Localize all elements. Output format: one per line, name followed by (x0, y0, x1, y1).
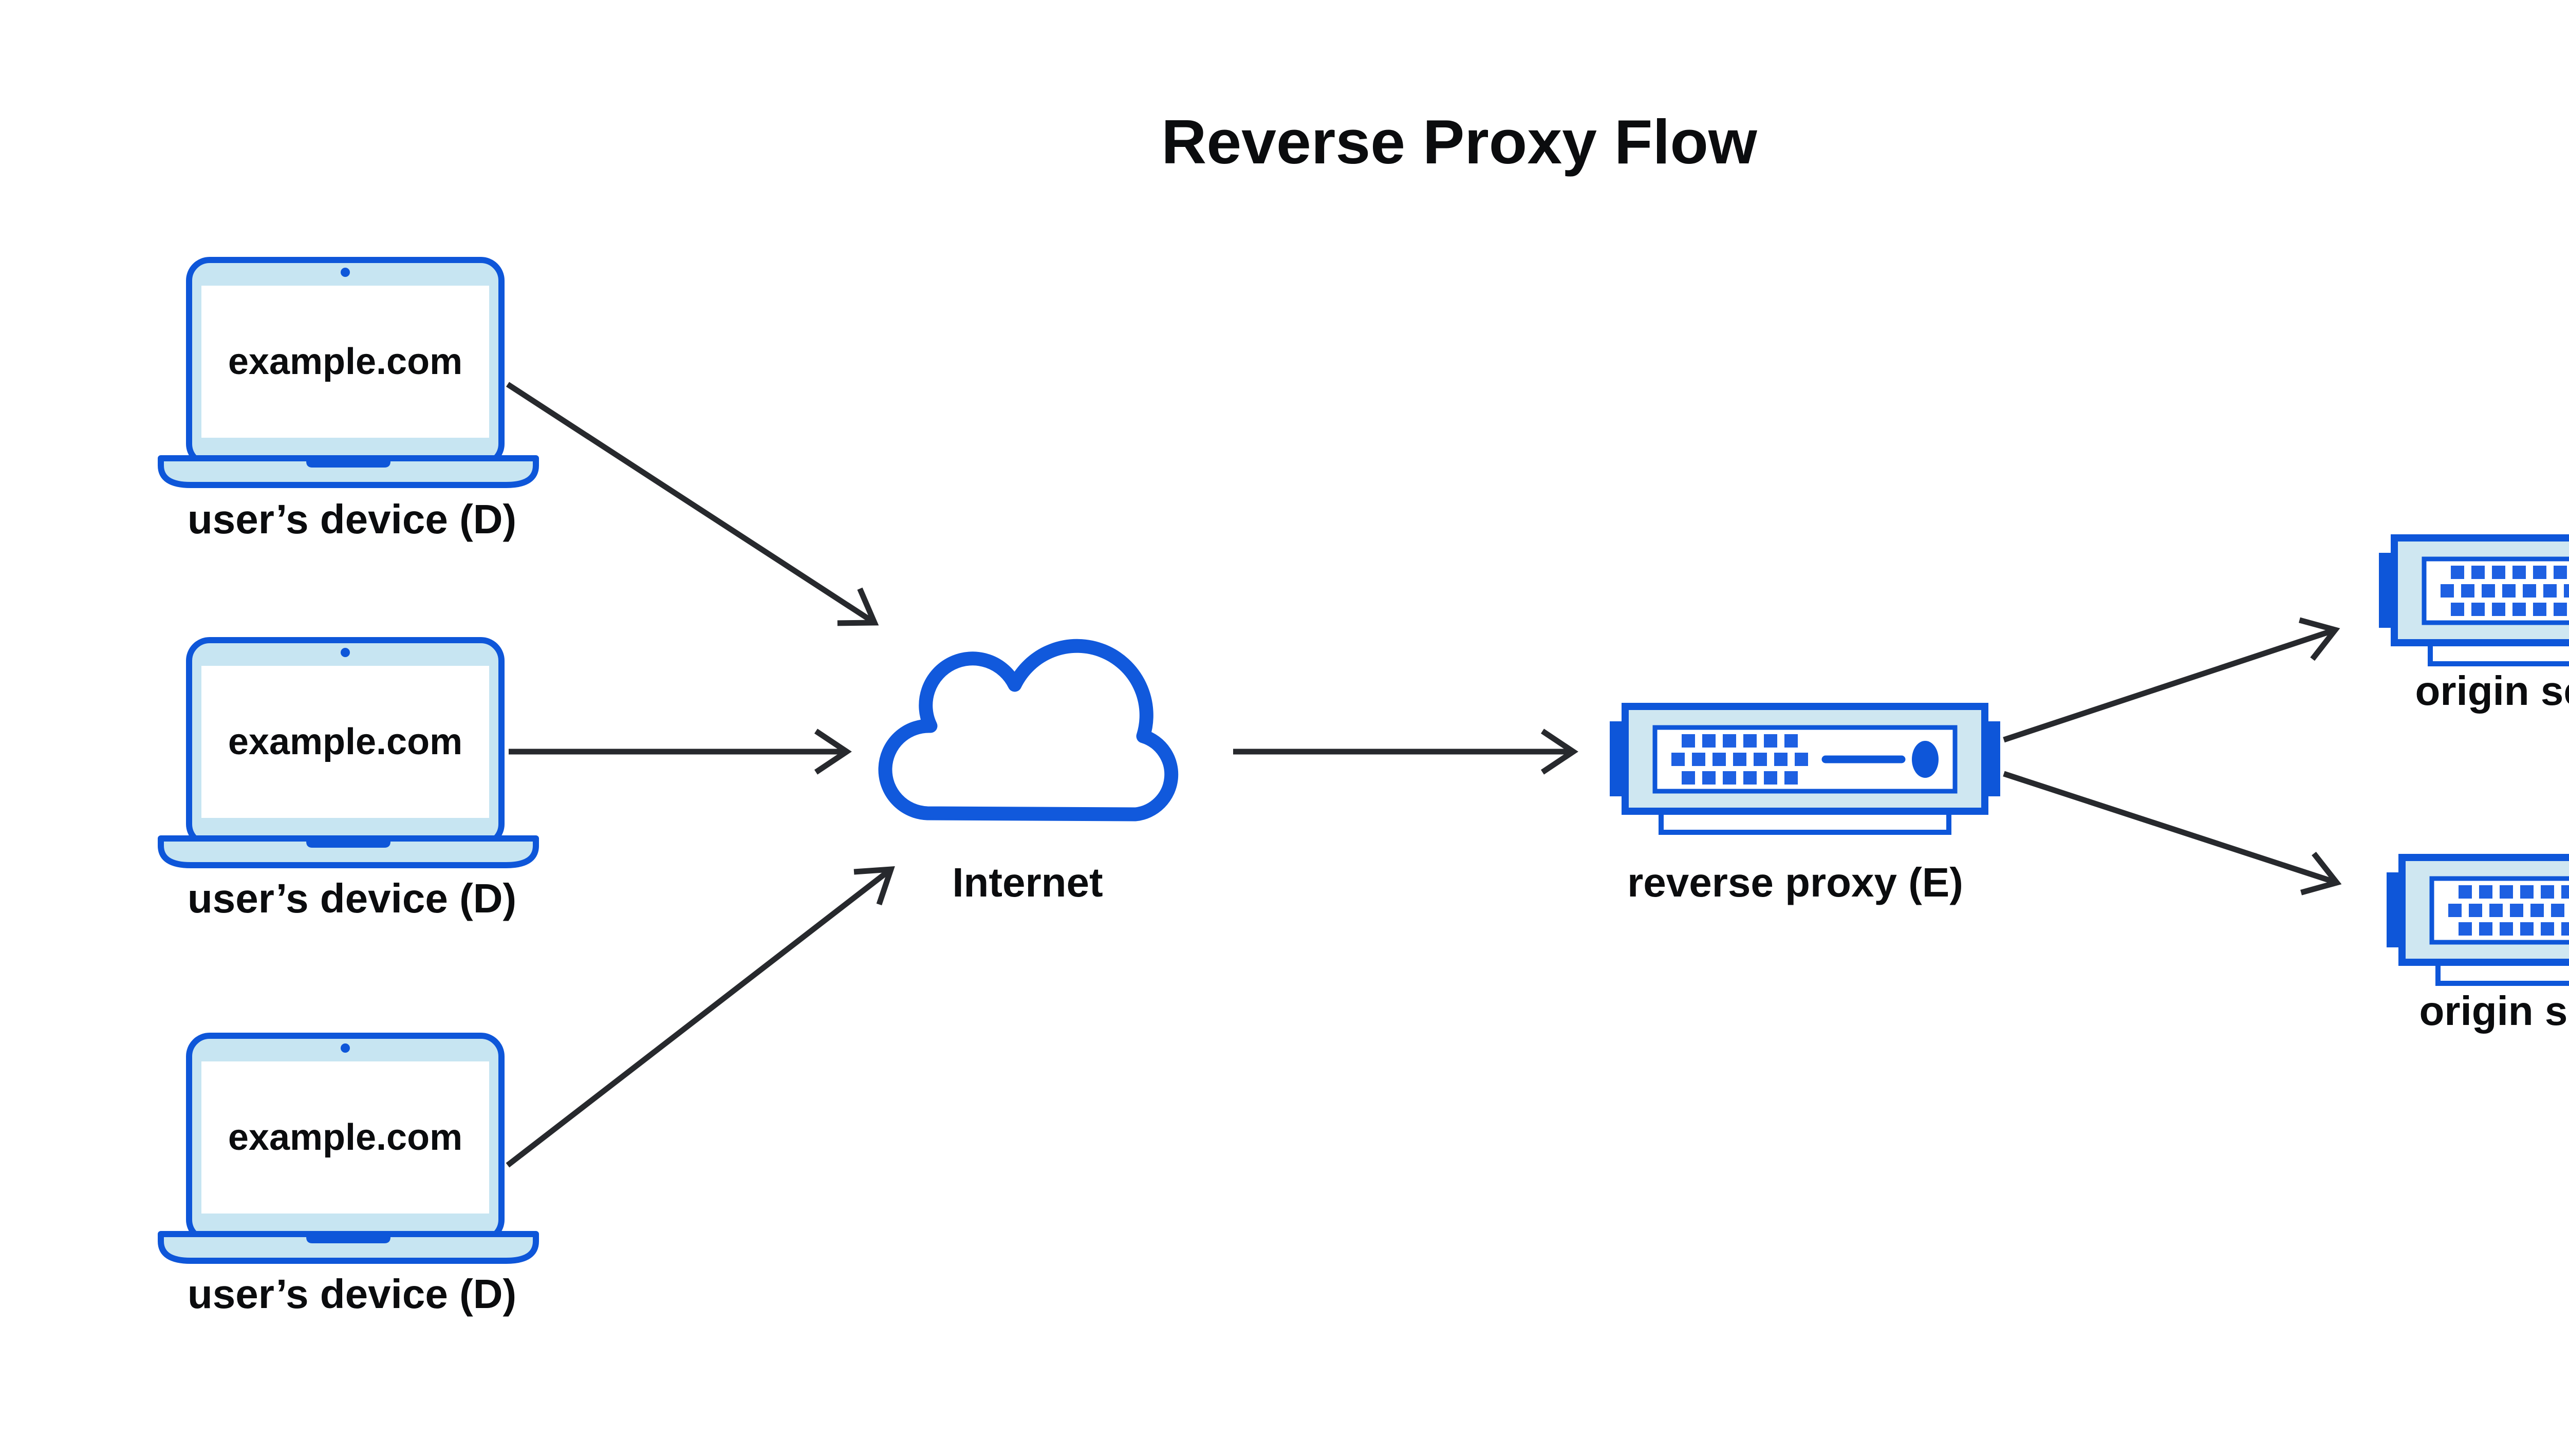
device-label: user’s device (D) (188, 496, 516, 542)
device-label: user’s device (D) (188, 875, 516, 921)
reverse-proxy-label: reverse proxy (E) (1627, 860, 1963, 905)
arrow-proxy-to-origin2 (2003, 771, 2342, 895)
origin-server-label: origin server (F) (2415, 668, 2569, 714)
server-icon (1610, 706, 2000, 832)
device-label: user’s device (D) (188, 1271, 516, 1317)
arrow-device3-to-internet (506, 866, 895, 1168)
flow-arrows (506, 382, 2342, 1168)
device-node-3: example.com user’s device (D) (161, 1036, 536, 1317)
device-screen-url: example.com (228, 341, 462, 382)
origin-server-node-2: origin server (F) (2387, 857, 2569, 1034)
device-node-2: example.com user’s device (D) (161, 640, 536, 921)
cloud-icon (885, 646, 1171, 814)
origin-server-label: origin server (F) (2419, 988, 2569, 1034)
device-screen-url: example.com (228, 1117, 462, 1158)
internet-node: Internet (885, 646, 1171, 905)
device-node-1: example.com user’s device (D) (161, 260, 536, 542)
origin-server-node-1: origin server (F) (2379, 538, 2569, 714)
arrow-proxy-to-origin1 (2003, 617, 2340, 743)
reverse-proxy-node: reverse proxy (E) (1610, 706, 2000, 905)
page-title: Reverse Proxy Flow (1161, 107, 1758, 177)
server-icon (2387, 857, 2569, 983)
arrow-device1-to-internet (506, 382, 879, 626)
device-screen-url: example.com (228, 721, 462, 762)
server-icon (2379, 538, 2569, 664)
internet-label: Internet (952, 860, 1103, 905)
